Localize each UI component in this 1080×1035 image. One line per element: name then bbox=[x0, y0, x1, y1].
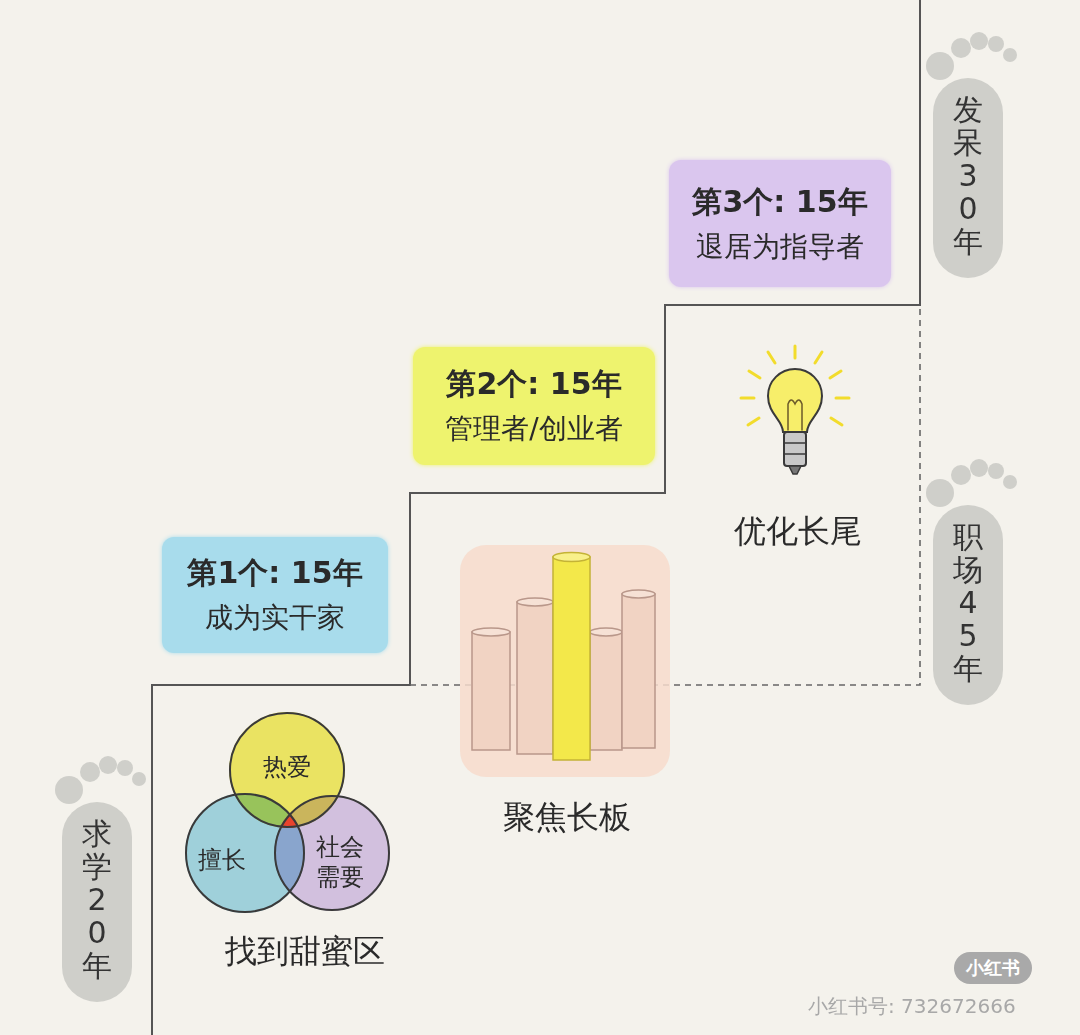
stage-body: 成为实干家 bbox=[205, 601, 345, 635]
stage-box: 第2个: 15年管理者/创业者 bbox=[413, 347, 655, 465]
footprint: 发呆30年 bbox=[918, 28, 1018, 278]
light-bulb bbox=[741, 346, 849, 474]
watermark: 小红书号: 732672666 bbox=[808, 993, 1016, 1020]
stage-heading: 第1个: 15年 bbox=[187, 555, 362, 591]
caption-label: 优化长尾 bbox=[734, 510, 862, 554]
caption-label: 找到甜蜜区 bbox=[225, 930, 385, 974]
venn-fill bbox=[185, 712, 390, 913]
footprint: 职场45年 bbox=[918, 455, 1018, 705]
stage-box: 第1个: 15年成为实干家 bbox=[162, 537, 388, 653]
circle-label: 热爱 bbox=[229, 752, 345, 782]
circle-label: 社会 需要 bbox=[316, 832, 364, 892]
vertical-text: 求学20年 bbox=[82, 817, 112, 982]
vertical-text: 职场45年 bbox=[953, 520, 983, 685]
stage-heading: 第2个: 15年 bbox=[446, 366, 621, 402]
venn-circle: 擅长 bbox=[185, 793, 305, 913]
circle-label: 擅长 bbox=[198, 845, 305, 875]
stage-box: 第3个: 15年退居为指导者 bbox=[669, 160, 891, 287]
caption-label: 聚焦长板 bbox=[503, 796, 631, 840]
vertical-text: 发呆30年 bbox=[953, 93, 983, 258]
stage-heading: 第3个: 15年 bbox=[692, 184, 867, 220]
footprint: 求学20年 bbox=[47, 752, 147, 1002]
watermark: 小红书 bbox=[954, 952, 1032, 984]
stair-line bbox=[152, 0, 920, 1035]
stage-body: 退居为指导者 bbox=[696, 230, 864, 264]
bar-chart bbox=[460, 545, 670, 777]
venn-circle: 社会 需要 bbox=[274, 795, 390, 911]
stage-body: 管理者/创业者 bbox=[445, 412, 622, 446]
